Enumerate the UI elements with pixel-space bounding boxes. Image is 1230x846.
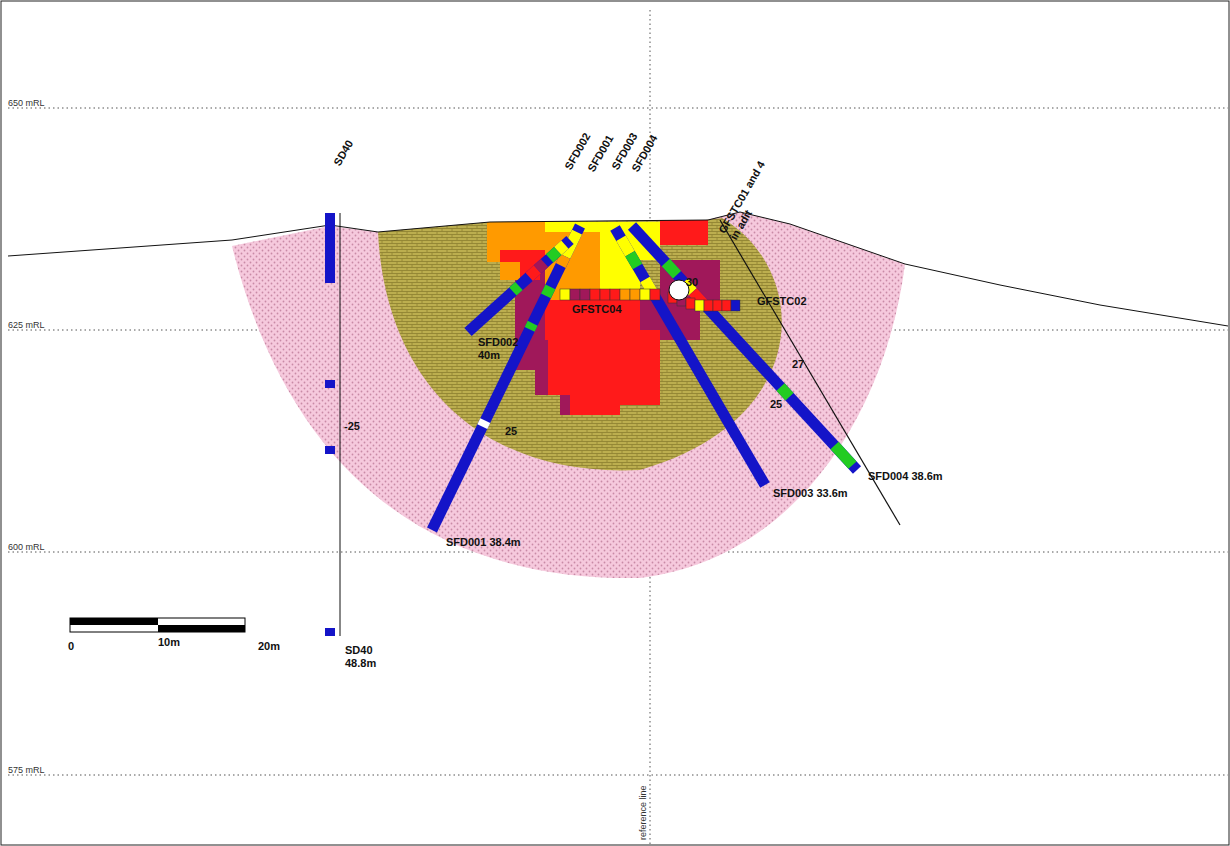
hole-depth: SFD001 38.4m [446, 536, 522, 549]
channel-sample [630, 289, 640, 300]
olive-unit [378, 218, 782, 470]
dip-value: 25 [505, 425, 517, 438]
channel-sample [713, 300, 722, 311]
channel-sample [610, 289, 620, 300]
reference-line-label: reference line [638, 785, 648, 840]
scale-text: 0 [68, 640, 74, 653]
hole-segment [621, 238, 630, 253]
trench-name: GFSTC04 [572, 303, 622, 316]
hole-segment [632, 226, 857, 470]
channel-sample [600, 289, 610, 300]
scale-text: 20m [258, 640, 280, 653]
hole-name: SD40 [331, 138, 356, 168]
hole-segment [432, 226, 580, 530]
dip-value: 30 [686, 276, 698, 289]
dip-value: 25 [770, 398, 782, 411]
hole-depth: SD40 48.8m [345, 644, 401, 669]
hole-depth: SFD004 38.6m [868, 470, 944, 483]
hole-segment [468, 240, 570, 332]
channel-sample [731, 300, 740, 311]
hole-segment [835, 446, 853, 466]
channel-sample [590, 289, 600, 300]
dip-value: 27 [792, 358, 804, 371]
pink-unit [232, 212, 905, 578]
hole-segment [615, 228, 765, 485]
trench-name: GFSTC02 [757, 295, 807, 308]
scale-bar [70, 618, 245, 632]
channel-sample [640, 289, 650, 300]
channel-sample [650, 289, 660, 300]
channel-sample [686, 298, 695, 309]
hole-segment [529, 269, 537, 276]
rl-label: 650 mRL [8, 98, 45, 108]
hole-depth: SFD003 33.6m [773, 487, 849, 500]
scale-text: 10m [158, 636, 180, 649]
hole-segment [513, 286, 519, 292]
channel-sample [695, 300, 704, 311]
grade-blocks [487, 220, 720, 415]
hole-segment [666, 263, 677, 275]
channel-sample [570, 289, 580, 300]
channel-sample [560, 289, 570, 300]
hole-depth: SFD002 40m [478, 336, 526, 361]
channel-sample [580, 289, 590, 300]
hole-segment [530, 323, 533, 329]
hole-segment [537, 263, 544, 269]
dip-value: -25 [344, 420, 360, 433]
channel-sample [722, 300, 731, 311]
grid-lines [8, 10, 1228, 845]
hole-segment [482, 421, 485, 427]
channel-sample [704, 300, 713, 311]
hole-segment [561, 256, 565, 265]
hole-segment [630, 254, 638, 267]
rl-label: 625 mRL [8, 320, 45, 330]
hole-segment [781, 387, 790, 397]
rl-label: 600 mRL [8, 542, 45, 552]
channel-sample [620, 289, 630, 300]
rl-label: 575 mRL [8, 765, 45, 775]
drill-holes [325, 213, 857, 636]
hole-segment [550, 251, 558, 258]
hole-segment [546, 287, 550, 296]
hole-segment [558, 245, 565, 251]
